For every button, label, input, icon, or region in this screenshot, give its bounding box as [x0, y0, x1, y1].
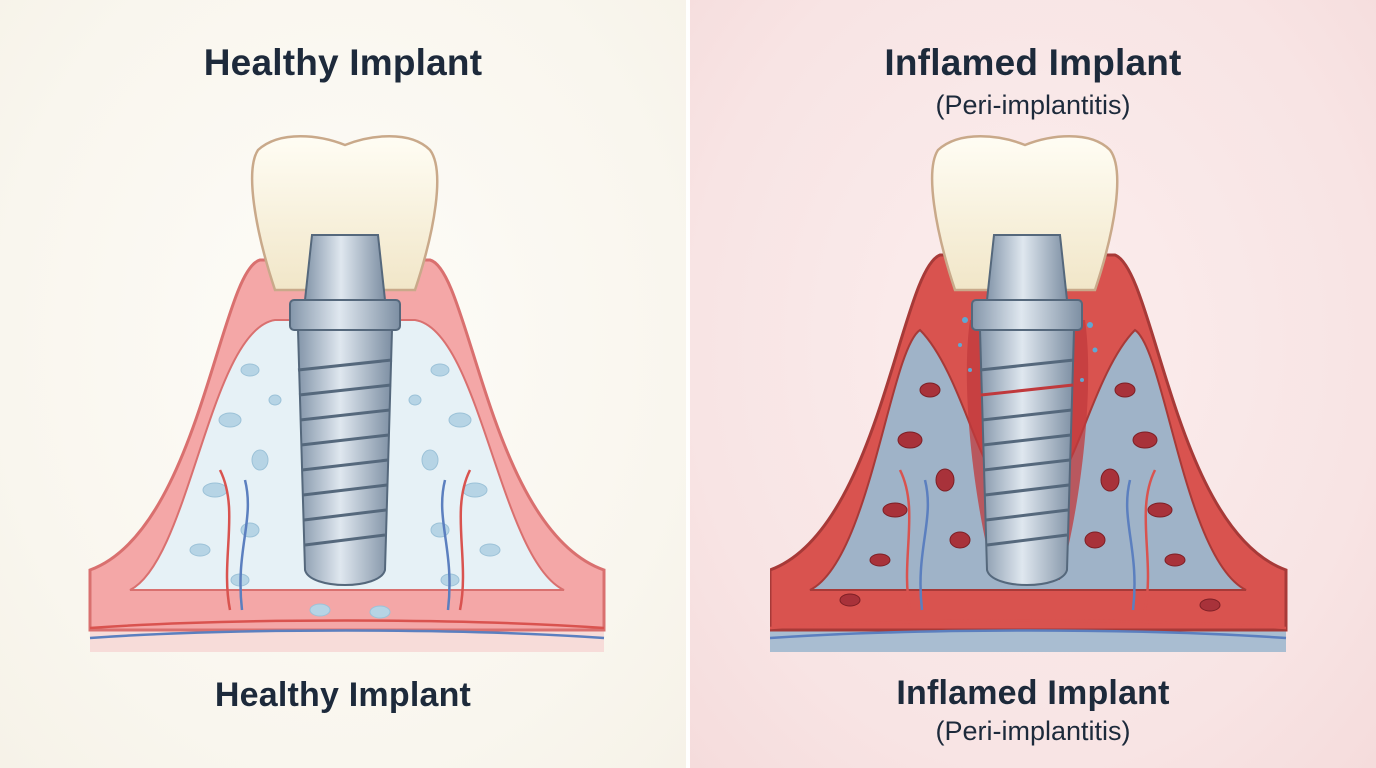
healthy-title-top: Healthy Implant [203, 42, 483, 83]
inflamed-implant-panel: Inflamed Implant (Peri-implantitis) [690, 0, 1376, 768]
inflamed-subtitle-bottom: (Peri-implantitis) [935, 716, 1131, 746]
healthy-collar [289, 299, 401, 331]
healthy-implant-illustration [88, 135, 606, 652]
healthy-screw-threads [297, 358, 393, 547]
inflamed-collar [971, 299, 1083, 331]
inflamed-subtitle-top: (Peri-implantitis) [935, 90, 1131, 120]
healthy-implant-panel: Healthy Implant [0, 0, 686, 768]
inflamed-title-bottom: Inflamed Implant [896, 674, 1170, 712]
inflamed-crown [930, 135, 1119, 292]
inflamed-abutment [985, 234, 1069, 301]
panel-divider [686, 0, 690, 768]
healthy-title-bottom: Healthy Implant [214, 676, 472, 714]
inflamed-nerves [770, 469, 1287, 640]
inflammation-specks [958, 317, 1098, 382]
healthy-nerves [89, 469, 605, 640]
inflamed-bone-lesions [839, 382, 1221, 612]
inflamed-implant-illustration [770, 135, 1288, 652]
healthy-crown [250, 135, 439, 292]
healthy-abutment [303, 234, 387, 301]
inflamed-screw-threads [979, 358, 1075, 547]
inflamed-title-top: Inflamed Implant [884, 42, 1182, 83]
